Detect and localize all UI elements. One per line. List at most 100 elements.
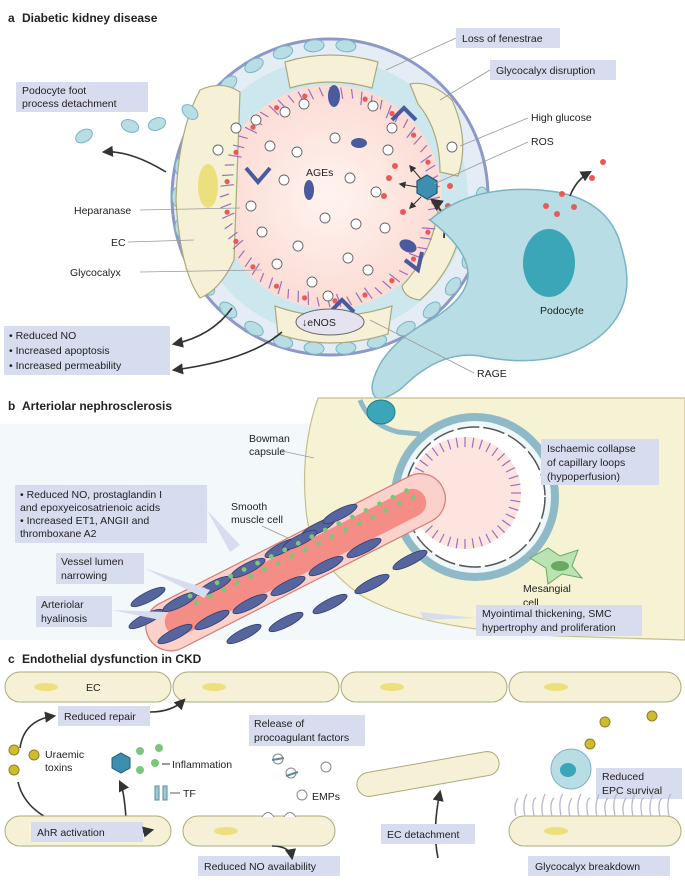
panel-a-title: Diabetic kidney disease: [22, 11, 158, 25]
red-particle: [559, 191, 565, 197]
hyaline-deposit: [350, 515, 355, 520]
uraemic-toxin: [585, 739, 595, 749]
hyaline-deposit: [255, 561, 260, 566]
ahr-to-inflammation-arrow: [120, 782, 126, 818]
glycocalyx-strand: [542, 794, 545, 816]
glycocalyx-strand: [569, 798, 572, 816]
detached-ec: [355, 750, 501, 799]
ec-top-4: [509, 672, 681, 702]
uraemic-toxin: [600, 717, 610, 727]
glucose-particle: [307, 277, 317, 287]
glycocalyx-strand: [641, 798, 644, 816]
detachment-arrow: [104, 152, 166, 172]
emps-label: EMPs: [312, 791, 340, 803]
mediator-item: and epoxyeicosatrienoic acids: [20, 502, 160, 514]
membrane-bleb: [284, 813, 296, 818]
glycocalyx-strand: [533, 798, 536, 816]
podocyte-label: Podocyte: [540, 305, 584, 317]
leader-line: [440, 70, 490, 100]
ec-top-2: [173, 672, 339, 702]
mesangial-label: Mesangial: [523, 583, 571, 595]
glucose-particle: [279, 175, 289, 185]
podocyte-nucleus: [367, 400, 395, 424]
glucose-particle: [368, 101, 378, 111]
ahr-label: AhR activation: [37, 827, 105, 839]
glucose-particle: [272, 259, 282, 269]
red-particle: [554, 211, 560, 217]
hyaline-deposit: [188, 594, 193, 599]
glycocalyx-strand: [288, 289, 289, 299]
panel-a-letter: a: [8, 11, 15, 25]
high-glucose-label: High glucose: [531, 112, 592, 124]
ec-nucleus: [34, 683, 58, 691]
heparanase-particle: [302, 94, 307, 99]
ec-label: EC: [111, 237, 126, 249]
glucose-particle: [299, 99, 309, 109]
heparanase-particle: [274, 105, 279, 110]
heparanase-particle: [362, 292, 367, 297]
ec-top-label: EC: [86, 682, 101, 694]
ages-label: AGEs: [306, 167, 333, 179]
uraemic-toxin: [29, 750, 39, 760]
detached-foot-process: [146, 115, 167, 132]
glucose-particle: [363, 265, 373, 275]
ec-nucleus: [380, 683, 404, 691]
red-particle: [589, 175, 595, 181]
glucose-particle: [265, 141, 275, 151]
heparanase-particle: [250, 264, 255, 269]
glucose-particle: [387, 123, 397, 133]
emp-particle: [297, 790, 307, 800]
hyaline-deposit: [309, 534, 314, 539]
dkd-effect-item: • Reduced NO: [9, 330, 76, 342]
hyaline-deposit: [391, 495, 396, 500]
ros-label: ROS: [531, 136, 554, 148]
glucose-particle: [246, 201, 256, 211]
hyaline-deposit: [208, 594, 213, 599]
mediator-item: • Increased ET1, ANGII and: [20, 515, 149, 527]
heparanase-label: Heparanase: [74, 205, 131, 217]
hyaline-deposit: [228, 574, 233, 579]
glucose-particle: [345, 173, 355, 183]
glycocalyx-strand: [551, 798, 554, 816]
ec-nucleus: [198, 164, 218, 208]
glycocalyx-strand: [623, 798, 626, 816]
age-particle-top: [328, 85, 340, 107]
glucose-particle: [280, 107, 290, 117]
ec-nucleus: [544, 827, 568, 835]
age-particle-center: [304, 180, 314, 200]
glycocalyx-strand: [659, 798, 662, 816]
hyalinosis-label: Arteriolar: [41, 599, 84, 611]
hyaline-deposit: [330, 534, 335, 539]
hyaline-deposit: [276, 561, 281, 566]
membrane-bleb: [262, 813, 274, 818]
tissue-factor: [163, 786, 167, 800]
epc-nucleus: [560, 763, 576, 777]
uraemic-toxin: [647, 711, 657, 721]
panel-c-title: Endothelial dysfunction in CKD: [22, 652, 202, 666]
podocyte-detachment-label: process detachment: [22, 98, 117, 110]
hyaline-deposit: [221, 587, 226, 592]
glucose-particle: [231, 123, 241, 133]
hyaline-deposit: [404, 488, 409, 493]
reduced-repair-label: Reduced repair: [64, 711, 136, 723]
hyaline-deposit: [316, 541, 321, 546]
red-particle: [600, 159, 606, 165]
glucose-particle: [251, 115, 261, 125]
ischaemic-label: of capillary loops: [547, 457, 625, 469]
glucose-particle: [293, 241, 303, 251]
dkd-effect-item: • Increased apoptosis: [9, 345, 110, 357]
glycocalyx-label: Glycocalyx: [70, 267, 122, 279]
detached-foot-process: [119, 117, 140, 134]
hyaline-deposit: [289, 554, 294, 559]
glucose-particle: [371, 187, 381, 197]
panel-c-letter: c: [8, 652, 15, 666]
heparanase-particle: [425, 160, 430, 165]
ec-bottom-2: [183, 816, 335, 846]
ros-particle: [381, 193, 387, 199]
glycocalyx-strand: [222, 175, 233, 176]
panel-b: b Arteriolar nephrosclerosis Bowman caps…: [0, 398, 685, 659]
heparanase-particle: [425, 230, 430, 235]
red-particle: [571, 204, 577, 210]
glucose-particle: [330, 133, 340, 143]
ros-particle: [447, 183, 453, 189]
